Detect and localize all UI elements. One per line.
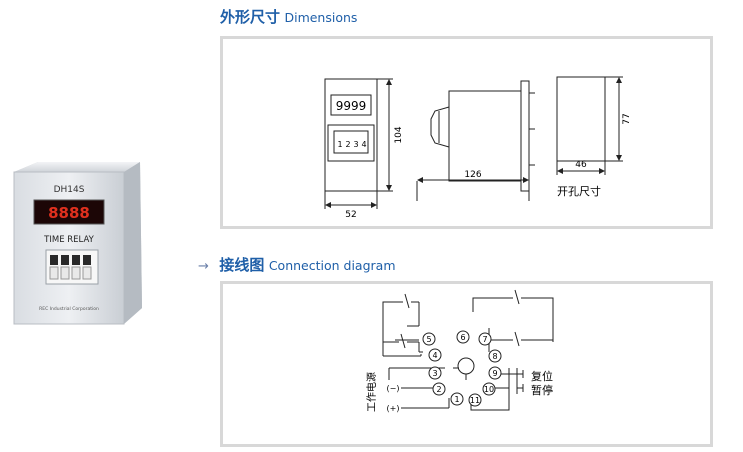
dim-depth: 126 [464,170,481,180]
connection-heading: → 接线图 Connection diagram [198,254,396,275]
product-photo: DH14S 8888 TIME RELAY REC Industrial Cor… [13,162,142,325]
switch-digit-3: 3 [353,140,358,149]
terminal-6: 6 [460,333,465,342]
dim-width: 52 [345,210,356,220]
terminal-10: 10 [484,385,494,394]
terminal-11: 11 [470,396,480,405]
switch-digit-2: 2 [345,140,350,149]
terminal-4: 4 [432,351,437,360]
switch-digit-1: 1 [337,140,342,149]
product-name: TIME RELAY [43,235,94,245]
terminal-1: 1 [454,395,459,404]
product-model: DH14S [54,185,85,195]
terminal-7: 7 [482,335,487,344]
connection-heading-en: Connection diagram [268,258,396,273]
minus-label: (−) [387,384,400,393]
product-display: 8888 [48,204,90,222]
switch-digit-4: 4 [361,140,366,149]
dimensions-panel: 9999 1 2 3 4 104 52 126 77 46 开孔尺寸 [220,36,713,229]
arrow-right-icon: → [198,259,209,274]
terminal-9: 9 [492,369,497,378]
terminal-5: 5 [426,335,431,344]
pause-label: 暂停 [531,383,553,397]
dim-cutout-height: 77 [622,113,632,124]
reset-label: 复位 [531,369,553,383]
terminal-8: 8 [492,352,497,361]
terminal-2: 2 [436,385,441,394]
terminal-3: 3 [432,369,437,378]
connection-panel: 5 4 6 7 8 3 2 1 11 9 10 复位 暂停 (−) (+) 工作… [220,281,713,447]
dimensions-heading: 外形尺寸 Dimensions [220,6,357,27]
dimensions-heading-en: Dimensions [284,10,358,25]
front-display-text: 9999 [336,99,367,113]
product-maker: REC Industrial Corporation [39,306,99,312]
cutout-label: 开孔尺寸 [557,184,601,198]
dimensions-heading-cn: 外形尺寸 [220,8,281,26]
plus-label: (+) [387,404,400,413]
dim-cutout-width: 46 [575,160,587,170]
dimensions-drawing: 9999 1 2 3 4 104 52 126 77 46 开孔尺寸 [324,76,632,220]
connection-heading-cn: 接线图 [219,256,265,274]
power-label: 工作电源 [365,372,378,412]
dim-height: 104 [394,126,404,143]
thumbwheel-switches [49,255,92,280]
connection-diagram: 5 4 6 7 8 3 2 1 11 9 10 复位 暂停 (−) (+) 工作… [365,289,554,413]
